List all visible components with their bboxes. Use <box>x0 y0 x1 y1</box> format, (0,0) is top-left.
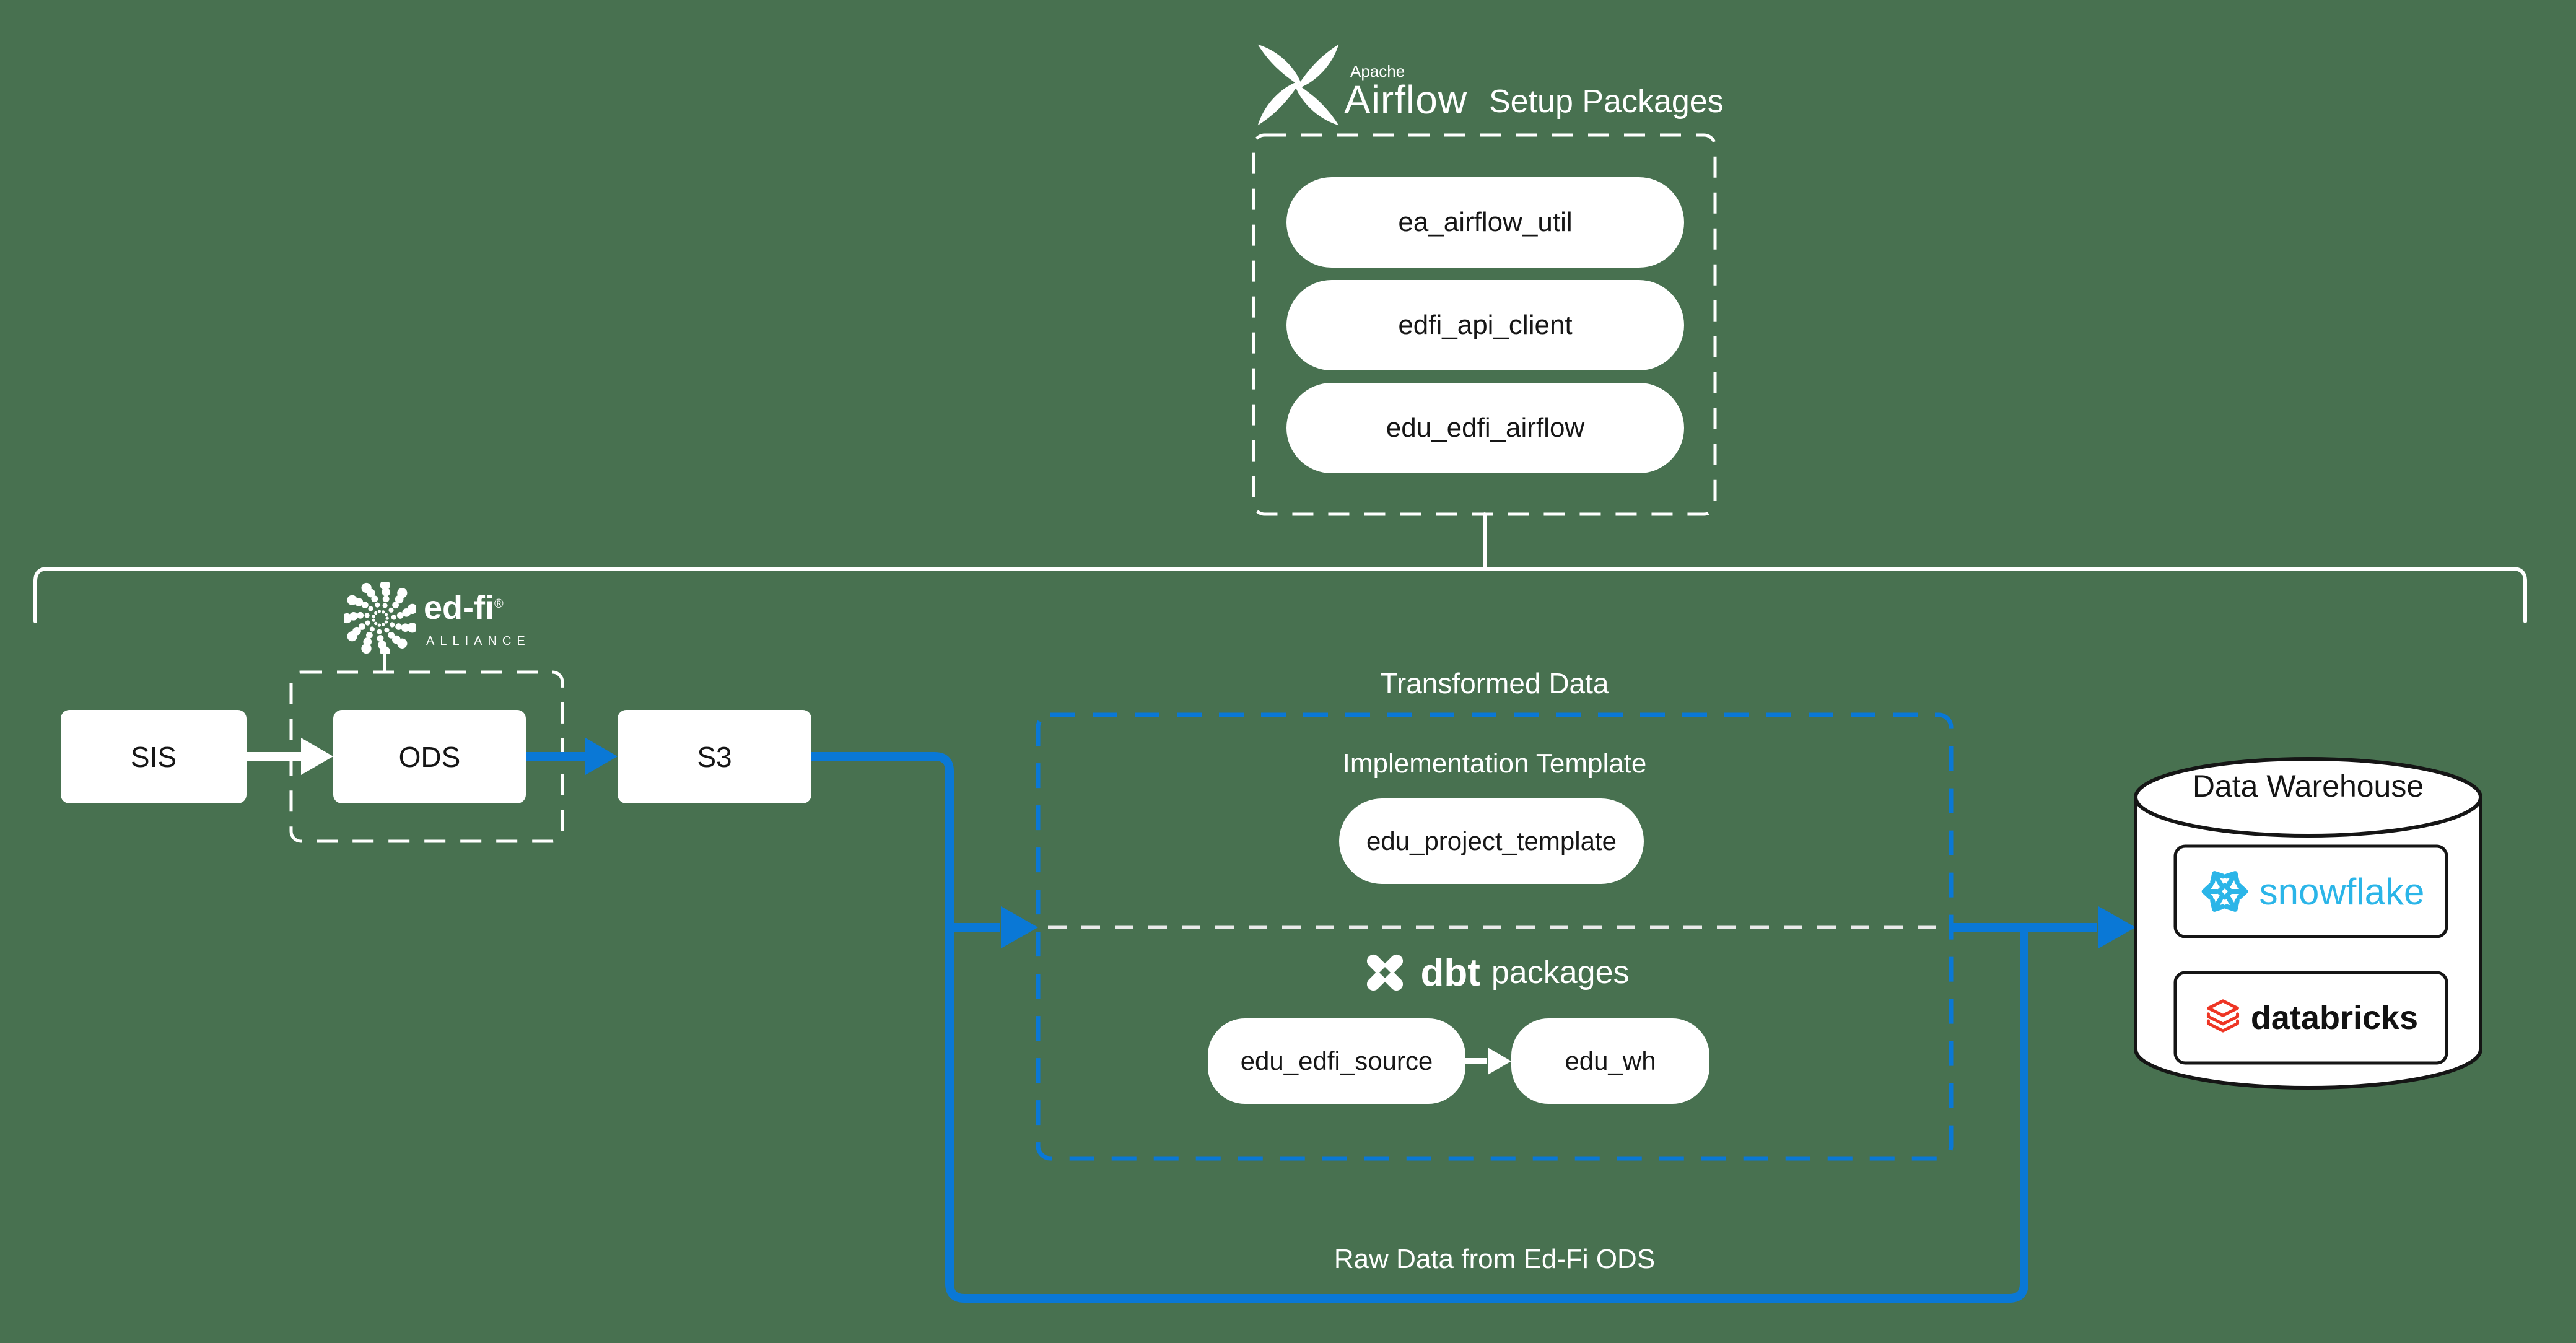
dbt-brand: dbt <box>1420 951 1480 994</box>
pill-edu-edfi-airflow: edu_edfi_airflow <box>1286 383 1684 473</box>
implementation-template-label: Implementation Template <box>1342 748 1647 779</box>
edfi-name: ed-fi <box>424 589 494 626</box>
warehouse-arrowhead <box>2098 906 2136 948</box>
snowflake-logo: snowflake <box>2175 846 2447 937</box>
snowflake-box <box>2173 844 2448 938</box>
pill-ea-airflow-util: ea_airflow_util <box>1286 177 1684 268</box>
databricks-icon <box>2206 999 2239 1033</box>
edfi-dots-icon <box>344 582 416 654</box>
sis-to-ods-arrowhead <box>301 738 333 775</box>
setup-packages-title: Setup Packages <box>1489 84 1724 120</box>
snowflake-icon <box>2201 871 2248 912</box>
pill-label: ea_airflow_util <box>1398 207 1573 237</box>
pill-edu-project-template: edu_project_template <box>1339 798 1644 884</box>
pill-label: edu_wh <box>1565 1046 1656 1075</box>
dbt-packages-heading: dbt packages <box>1038 944 1951 1001</box>
pill-label: edu_edfi_source <box>1240 1046 1433 1075</box>
ods-label: ODS <box>398 740 461 773</box>
edfi-brand: ed-fi® <box>424 588 504 627</box>
databricks-label: databricks <box>2250 999 2419 1036</box>
pill-edu-wh: edu_wh <box>1511 1018 1709 1104</box>
ods-to-s3-arrowhead <box>585 738 618 775</box>
dbt-icon <box>1366 954 1403 991</box>
databricks-logo: databricks <box>2175 973 2447 1063</box>
sis-box: SIS <box>61 710 247 803</box>
pill-edfi-api-client: edfi_api_client <box>1286 280 1684 370</box>
transformed-data-label: Transformed Data <box>1380 667 1609 699</box>
s3-box: S3 <box>618 710 811 803</box>
dbt-branch-arrowhead <box>1001 906 1038 948</box>
transformed-dashed-box <box>1036 712 1954 1161</box>
edfi-registered-mark: ® <box>494 597 504 611</box>
data-warehouse-title: Data Warehouse <box>2192 769 2424 803</box>
pill-label: edu_edfi_airflow <box>1386 413 1585 443</box>
raw-data-label: Raw Data from Ed-Fi ODS <box>1334 1244 1656 1274</box>
snowflake-label: snowflake <box>2259 870 2425 912</box>
airflow-pinwheel-icon <box>1257 44 1339 126</box>
pill-label: edfi_api_client <box>1398 310 1573 340</box>
sis-label: SIS <box>130 740 177 773</box>
warehouse-cylinder-top <box>2134 757 2482 838</box>
pill-edu-edfi-source: edu_edfi_source <box>1208 1018 1465 1104</box>
apache-label: Apache <box>1350 62 1405 81</box>
airflow-wordmark: Airflow <box>1344 77 1468 122</box>
raw-data-rail <box>811 752 2028 1303</box>
edfi-subtitle: ALLIANCE <box>426 634 531 648</box>
ods-box: ODS <box>333 710 526 803</box>
s3-label: S3 <box>697 740 732 773</box>
dbt-suffix: packages <box>1491 955 1630 991</box>
pill-label: edu_project_template <box>1366 826 1617 855</box>
databricks-box <box>2173 971 2448 1065</box>
bracket-line <box>33 567 2527 623</box>
source-to-wh-arrowhead <box>1488 1048 1511 1075</box>
